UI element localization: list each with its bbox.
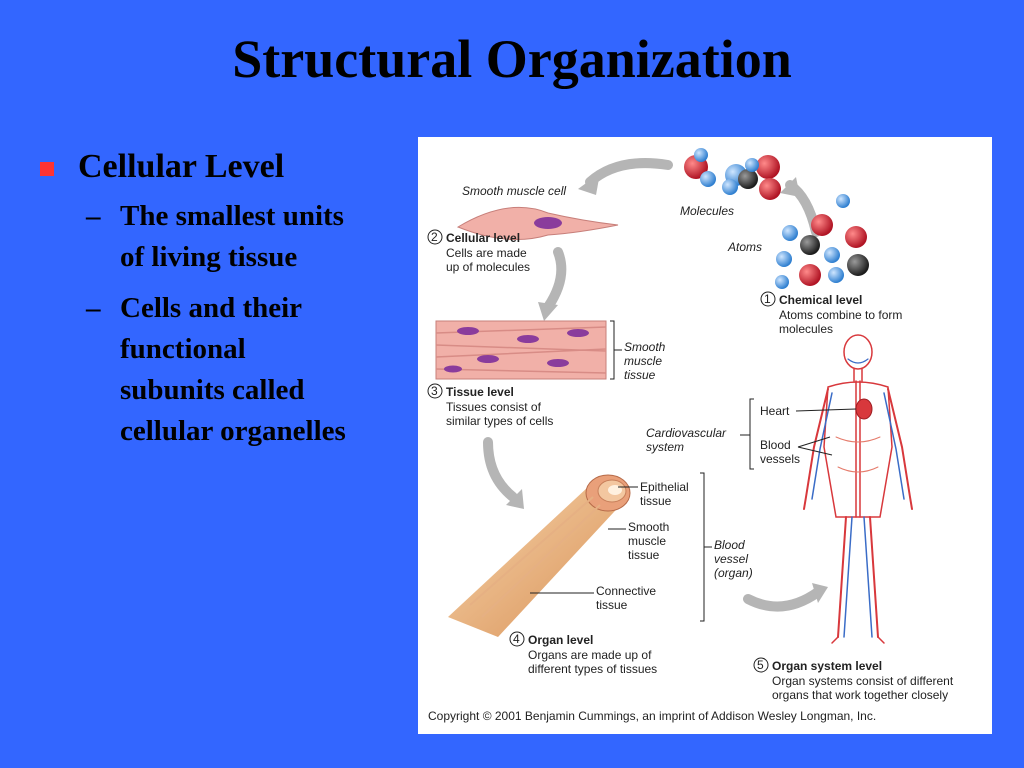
label-organ-smooth-1: Smooth (628, 520, 669, 534)
step3-title: Tissue level (446, 385, 514, 399)
step1-number: 1 (764, 292, 771, 306)
step4-title: Organ level (528, 633, 593, 647)
label-epithelial-2: tissue (640, 494, 672, 508)
label-smooth-muscle-tissue-3: tissue (624, 368, 656, 382)
arrow-organ-to-system (743, 587, 823, 612)
step2-title: Cellular level (446, 231, 520, 245)
label-blood-vessels-1: Blood (760, 438, 791, 452)
label-connective-2: tissue (596, 598, 628, 612)
step1-desc-2: molecules (779, 322, 833, 336)
smooth-muscle-tissue-illustration (435, 320, 607, 380)
sub-bullet-text: Cells and their functional subunits call… (120, 292, 346, 447)
arrow-molecules-to-cell (585, 158, 673, 187)
square-bullet-icon (40, 162, 54, 176)
label-heart: Heart (760, 404, 790, 418)
dash-bullet-icon: – (86, 292, 101, 324)
human-cardiovascular-illustration (803, 334, 913, 644)
label-blood-vessels-2: vessels (760, 452, 800, 466)
copyright-text: Copyright © 2001 Benjamin Cummings, an i… (428, 709, 876, 723)
step4-desc-1: Organs are made up of (528, 648, 652, 662)
step3-desc-1: Tissues consist of (446, 400, 542, 414)
label-organ-smooth-3: tissue (628, 548, 660, 562)
label-blood-vessel-organ-2: vessel (714, 552, 748, 566)
atoms-illustration (775, 194, 869, 289)
label-blood-vessel-organ-1: Blood (714, 538, 745, 552)
arrow-cell-to-tissue (543, 247, 567, 312)
structural-levels-figure: Molecules Atoms 1 Chemical level Atoms c… (418, 137, 992, 734)
label-atoms: Atoms (727, 240, 762, 254)
step2-desc-2: up of molecules (446, 260, 530, 274)
step3-desc-2: similar types of cells (446, 414, 553, 428)
step1-desc-1: Atoms combine to form (779, 308, 902, 322)
label-blood-vessel-organ-3: (organ) (714, 566, 753, 580)
sub-bullet-text: The smallest units of living tissue (120, 200, 344, 273)
step2-number: 2 (431, 230, 438, 244)
label-connective-1: Connective (596, 584, 656, 598)
step5-title: Organ system level (772, 659, 882, 673)
sub-bullet: – The smallest units of living tissue (86, 196, 406, 278)
label-epithelial-1: Epithelial (640, 480, 689, 494)
label-molecules: Molecules (680, 204, 734, 218)
label-cardio-2: system (646, 440, 684, 454)
molecules-illustration (684, 148, 781, 200)
step5-desc-1: Organ systems consist of different (772, 674, 954, 688)
step4-desc-2: different types of tissues (528, 662, 657, 676)
bullet-main-text: Cellular Level (78, 148, 285, 185)
label-organ-smooth-2: muscle (628, 534, 666, 548)
bullet-main: Cellular Level (36, 148, 406, 186)
arrow-tissue-to-organ (483, 437, 518, 502)
step3-number: 3 (431, 384, 438, 398)
label-smooth-muscle-tissue-1: Smooth (624, 340, 666, 354)
label-smooth-muscle-tissue-2: muscle (624, 354, 662, 368)
dash-bullet-icon: – (86, 200, 101, 232)
sub-bullet: – Cells and their functional subunits ca… (86, 288, 406, 452)
figure-drawing: Molecules Atoms 1 Chemical level Atoms c… (427, 148, 954, 723)
blood-vessel-illustration (448, 474, 631, 637)
label-cardio-1: Cardiovascular (646, 426, 727, 440)
step1-title: Chemical level (779, 293, 862, 307)
label-smooth-muscle-cell: Smooth muscle cell (462, 184, 566, 198)
step5-number: 5 (757, 658, 764, 672)
step2-desc-1: Cells are made (446, 246, 527, 260)
slide-title: Structural Organization (232, 29, 792, 89)
step4-number: 4 (513, 632, 520, 646)
step5-desc-2: organs that work together closely (772, 688, 948, 702)
bullet-list: Cellular Level – The smallest units of l… (36, 148, 406, 452)
